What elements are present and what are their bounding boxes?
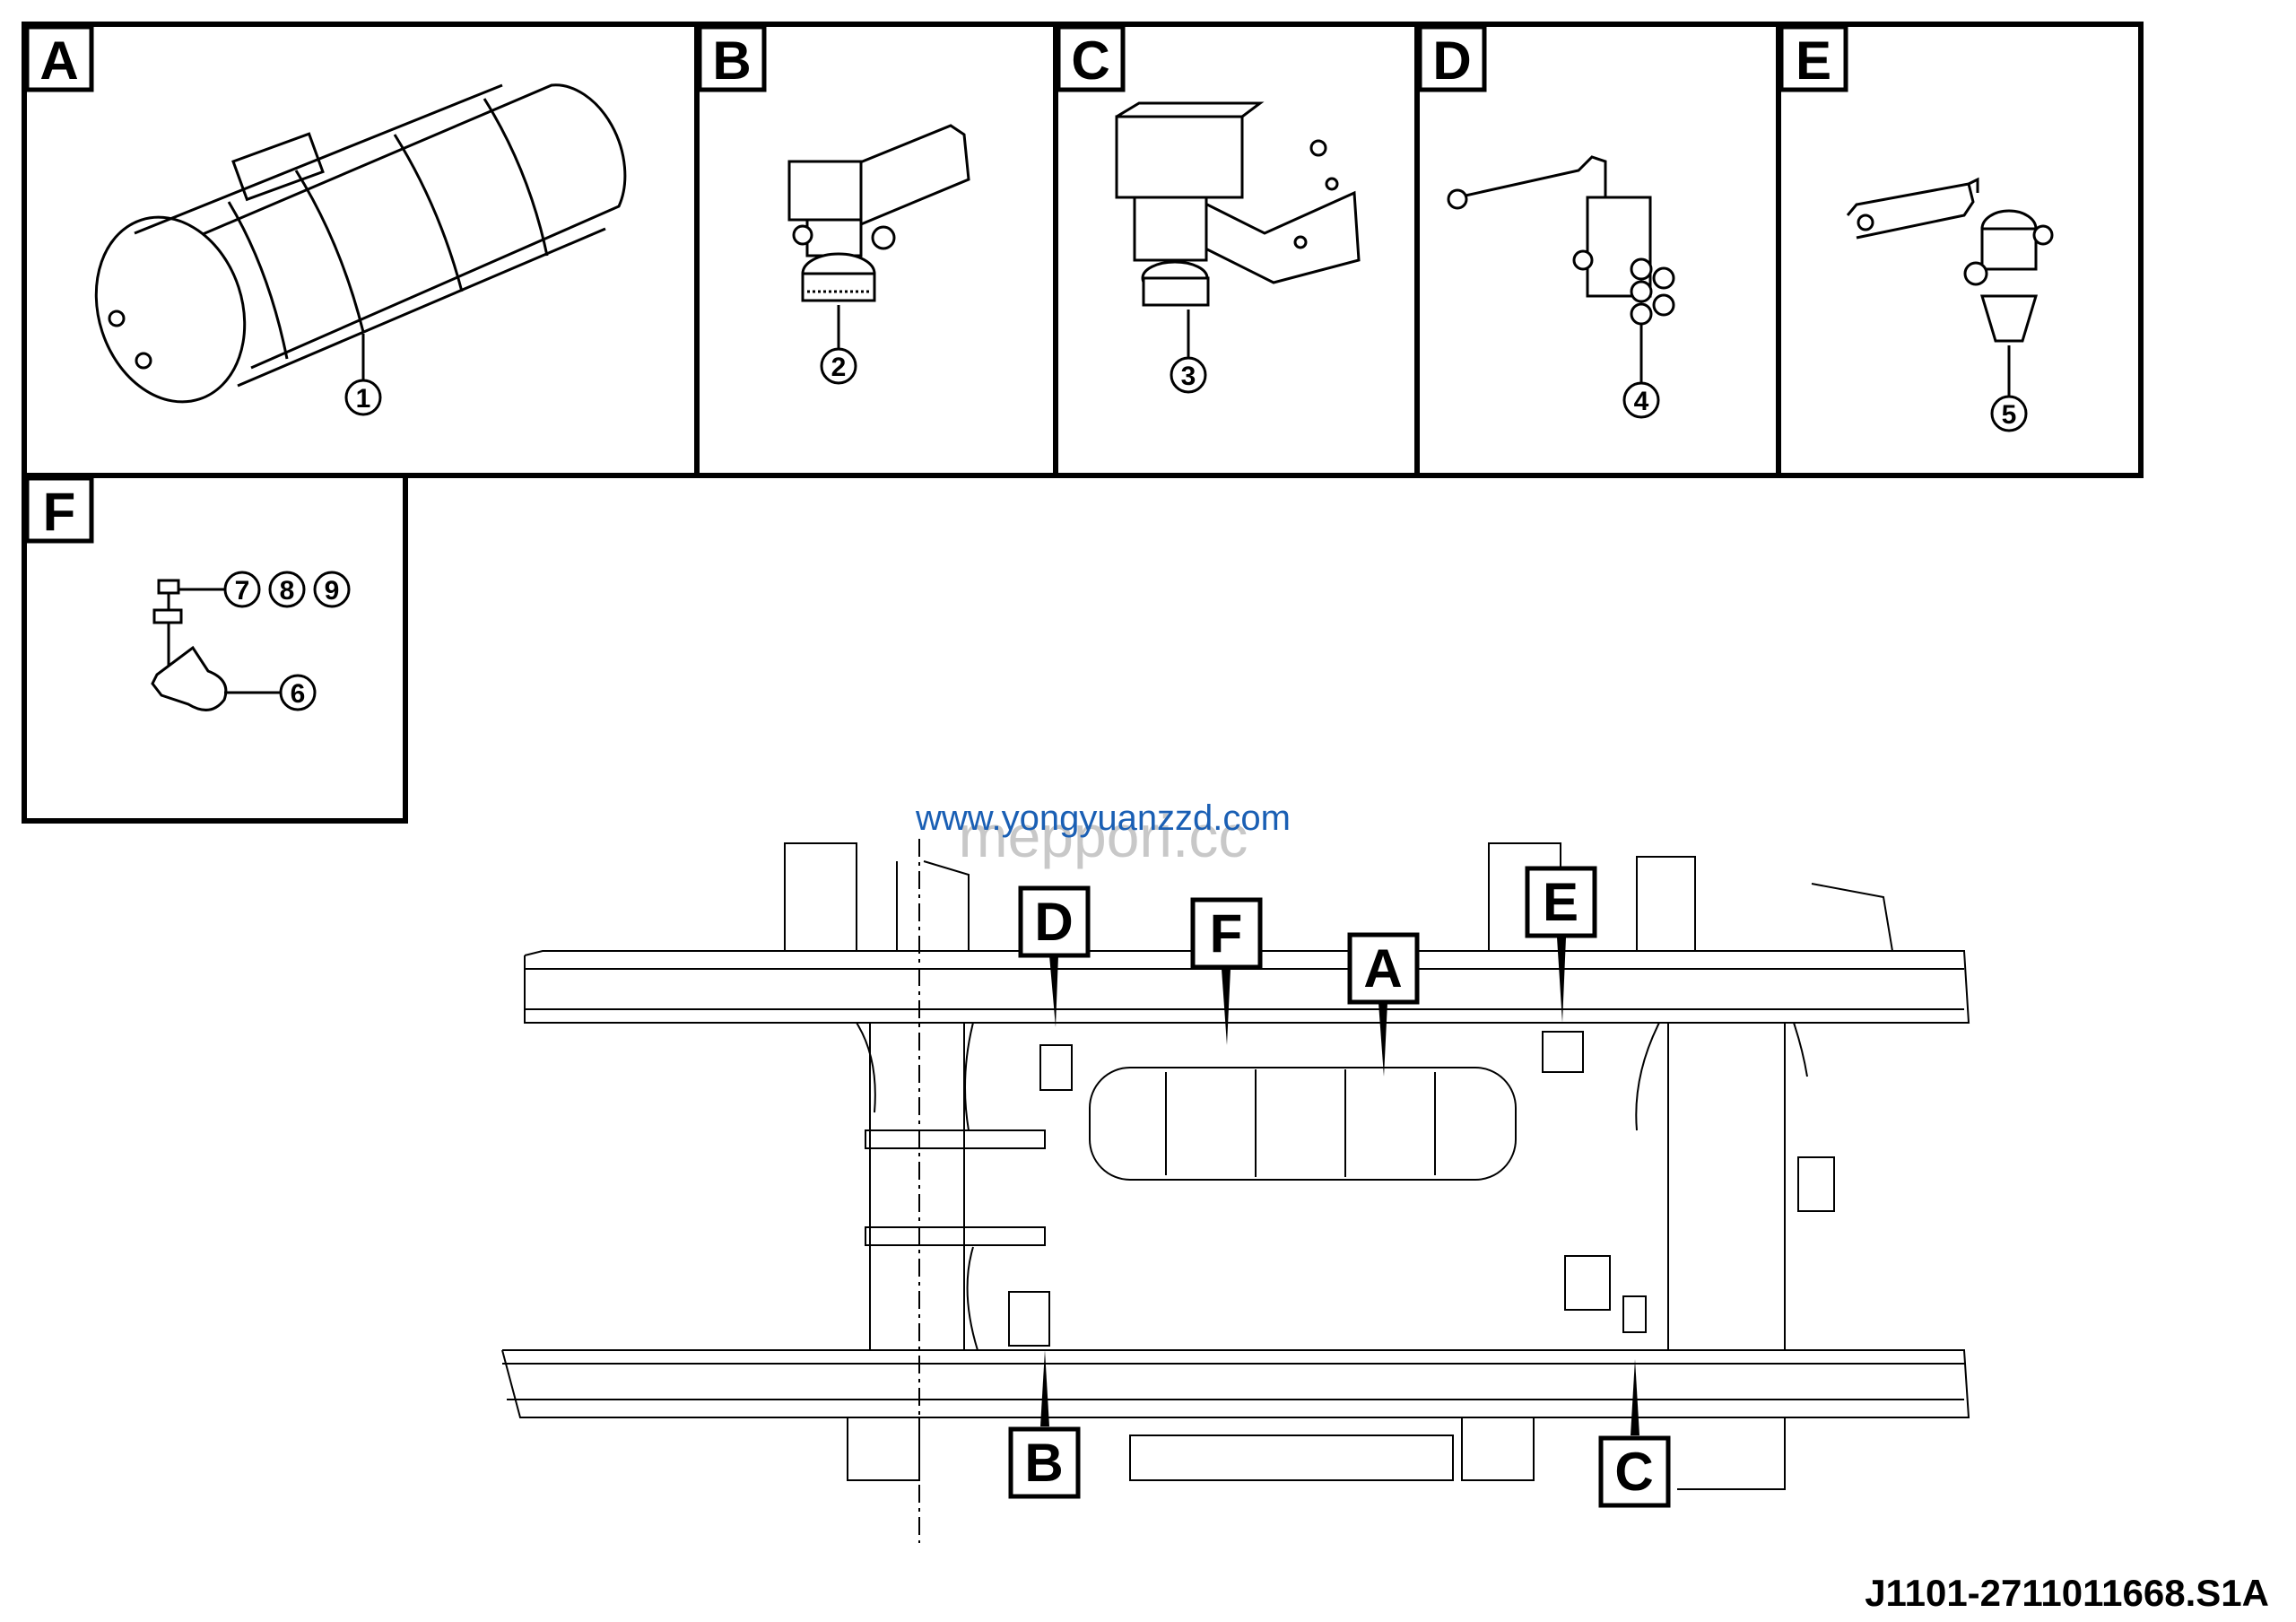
- bolt-and-clip-drawing: [151, 579, 228, 711]
- svg-text:3: 3: [1181, 362, 1196, 391]
- svg-text:A: A: [1363, 938, 1402, 998]
- overview-callout-d: D: [1018, 885, 1091, 1027]
- svg-text:2: 2: [831, 353, 847, 382]
- ebs-module-drawing: [1115, 101, 1361, 307]
- panel-label-c: C: [1056, 24, 1126, 92]
- overview-callout-c: C: [1598, 1359, 1671, 1508]
- overview-callout-a: A: [1347, 932, 1420, 1077]
- chassis-overview: [501, 839, 1970, 1543]
- drawing-code: J1101-2711011668.S1A: [1865, 1572, 2269, 1614]
- svg-text:C: C: [1071, 31, 1109, 91]
- svg-text:B: B: [1024, 1433, 1063, 1493]
- panel-label-e: E: [1779, 24, 1848, 92]
- callout-5: 5: [1990, 345, 2028, 432]
- panel-label-d: D: [1417, 24, 1487, 92]
- pressure-valve-drawing: [1846, 177, 2054, 343]
- overview-callout-e: E: [1525, 866, 1597, 1023]
- callout-7-8-9: 7 8 9: [179, 571, 351, 608]
- panel-label-a: A: [24, 24, 94, 92]
- detail-panels: [22, 22, 2144, 824]
- svg-text:8: 8: [280, 576, 295, 606]
- callout-2: 2: [820, 305, 857, 385]
- valve-block-drawing: [1447, 155, 1675, 326]
- svg-text:F: F: [1210, 903, 1243, 964]
- callout-4: 4: [1622, 325, 1660, 419]
- svg-text:C: C: [1614, 1442, 1653, 1502]
- svg-text:B: B: [712, 31, 751, 91]
- svg-text:E: E: [1796, 31, 1831, 91]
- air-tank-drawing: [94, 83, 627, 404]
- overview-callout-f: F: [1190, 897, 1263, 1045]
- panel-label-f: F: [24, 475, 94, 544]
- svg-text:meppori.cc: meppori.cc: [959, 803, 1248, 869]
- relay-valve-drawing: [787, 124, 970, 302]
- svg-text:D: D: [1432, 31, 1471, 91]
- callout-1: 1: [344, 334, 382, 416]
- svg-text:5: 5: [2002, 400, 2017, 430]
- svg-text:9: 9: [325, 576, 340, 606]
- svg-text:4: 4: [1634, 387, 1649, 416]
- svg-text:7: 7: [235, 576, 250, 606]
- svg-text:A: A: [39, 31, 78, 91]
- svg-text:www.yongyuanzzd.com: www.yongyuanzzd.com: [915, 798, 1291, 838]
- callout-3: 3: [1170, 310, 1207, 394]
- svg-text:6: 6: [291, 679, 306, 709]
- overview-callout-b: B: [1008, 1350, 1081, 1499]
- callout-6: 6: [224, 674, 317, 711]
- svg-text:1: 1: [356, 384, 371, 414]
- panel-label-b: B: [697, 24, 767, 92]
- svg-text:D: D: [1034, 892, 1073, 952]
- watermark: meppori.cc www.yongyuanzzd.com: [915, 798, 1291, 869]
- svg-text:E: E: [1543, 872, 1578, 932]
- svg-text:F: F: [43, 482, 76, 542]
